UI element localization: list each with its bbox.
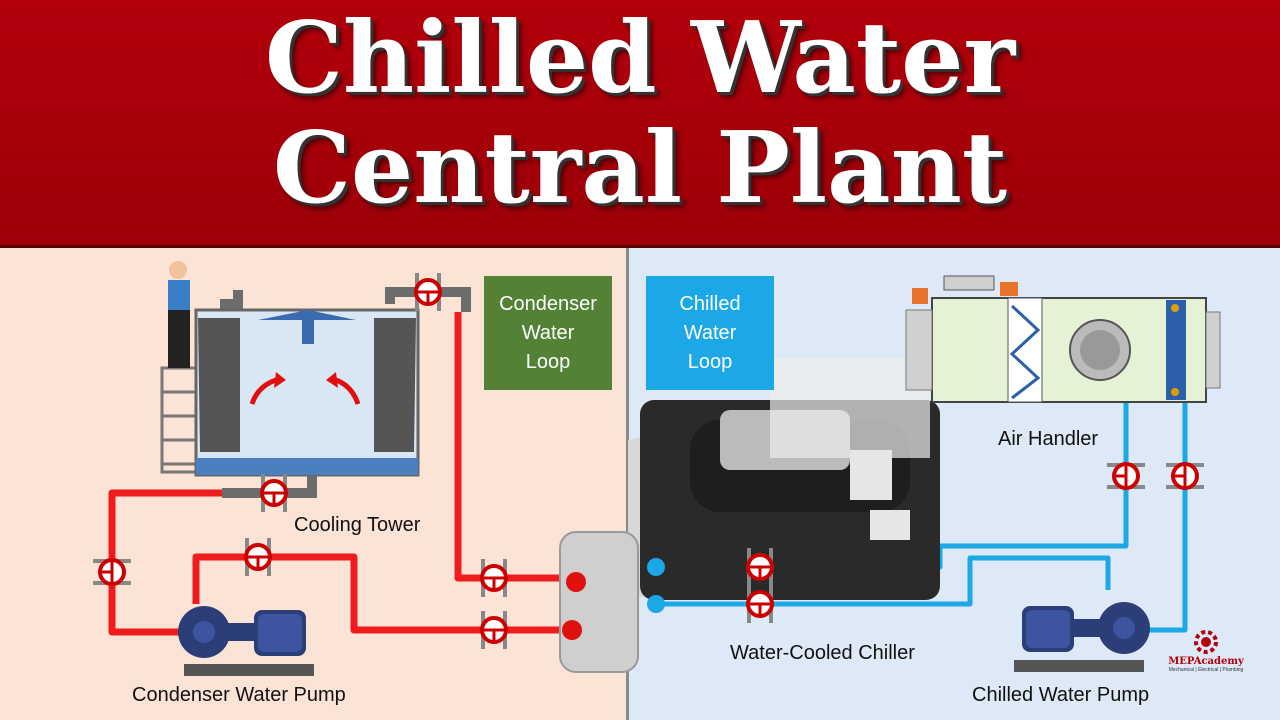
valve-icon [479,609,509,651]
valve-icon [1105,461,1147,491]
chilled-loop-text: Chilled Water Loop [679,292,741,373]
air-handler [905,275,1221,403]
water-cooled-chiller-label: Water-Cooled Chiller [730,642,915,664]
title-line-1: Chilled Water [264,1,1016,116]
title-banner: Chilled Water Central Plant [0,0,1280,248]
title-line-2: Central Plant [272,111,1008,226]
water-cooled-chiller [559,358,940,673]
valve-icon [479,557,509,599]
cooling-tower-label: Cooling Tower [294,514,421,536]
logo-brand: MEPAcademy [1168,656,1244,667]
chilled-water-pump [1014,602,1150,672]
condenser-water-pump [178,606,314,676]
valve-icon [745,583,775,625]
valve-icon [243,536,273,578]
valve-icon [413,271,443,313]
cooling-tower [160,261,420,477]
chilled-loop-label: Chilled Water Loop [646,276,774,390]
valve-icon [1164,461,1206,491]
condenser-loop-text: Condenser Water Loop [499,292,597,373]
gear-icon [1194,630,1218,654]
valve-icon [259,472,289,514]
condenser-water-pump-label: Condenser Water Pump [132,684,346,706]
page-title: Chilled Water Central Plant [0,4,1280,224]
panel-divider [626,248,629,720]
chilled-water-pump-label: Chilled Water Pump [972,684,1150,706]
logo-tagline: Mechanical | Electrical | Plumbing [1168,667,1244,673]
valve-icon [91,557,133,587]
mep-academy-logo: MEPAcademy Mechanical | Electrical | Plu… [1166,626,1246,686]
condenser-loop-label: Condenser Water Loop [484,276,612,390]
valve-icon [745,546,775,588]
air-handler-label: Air Handler [998,428,1099,450]
